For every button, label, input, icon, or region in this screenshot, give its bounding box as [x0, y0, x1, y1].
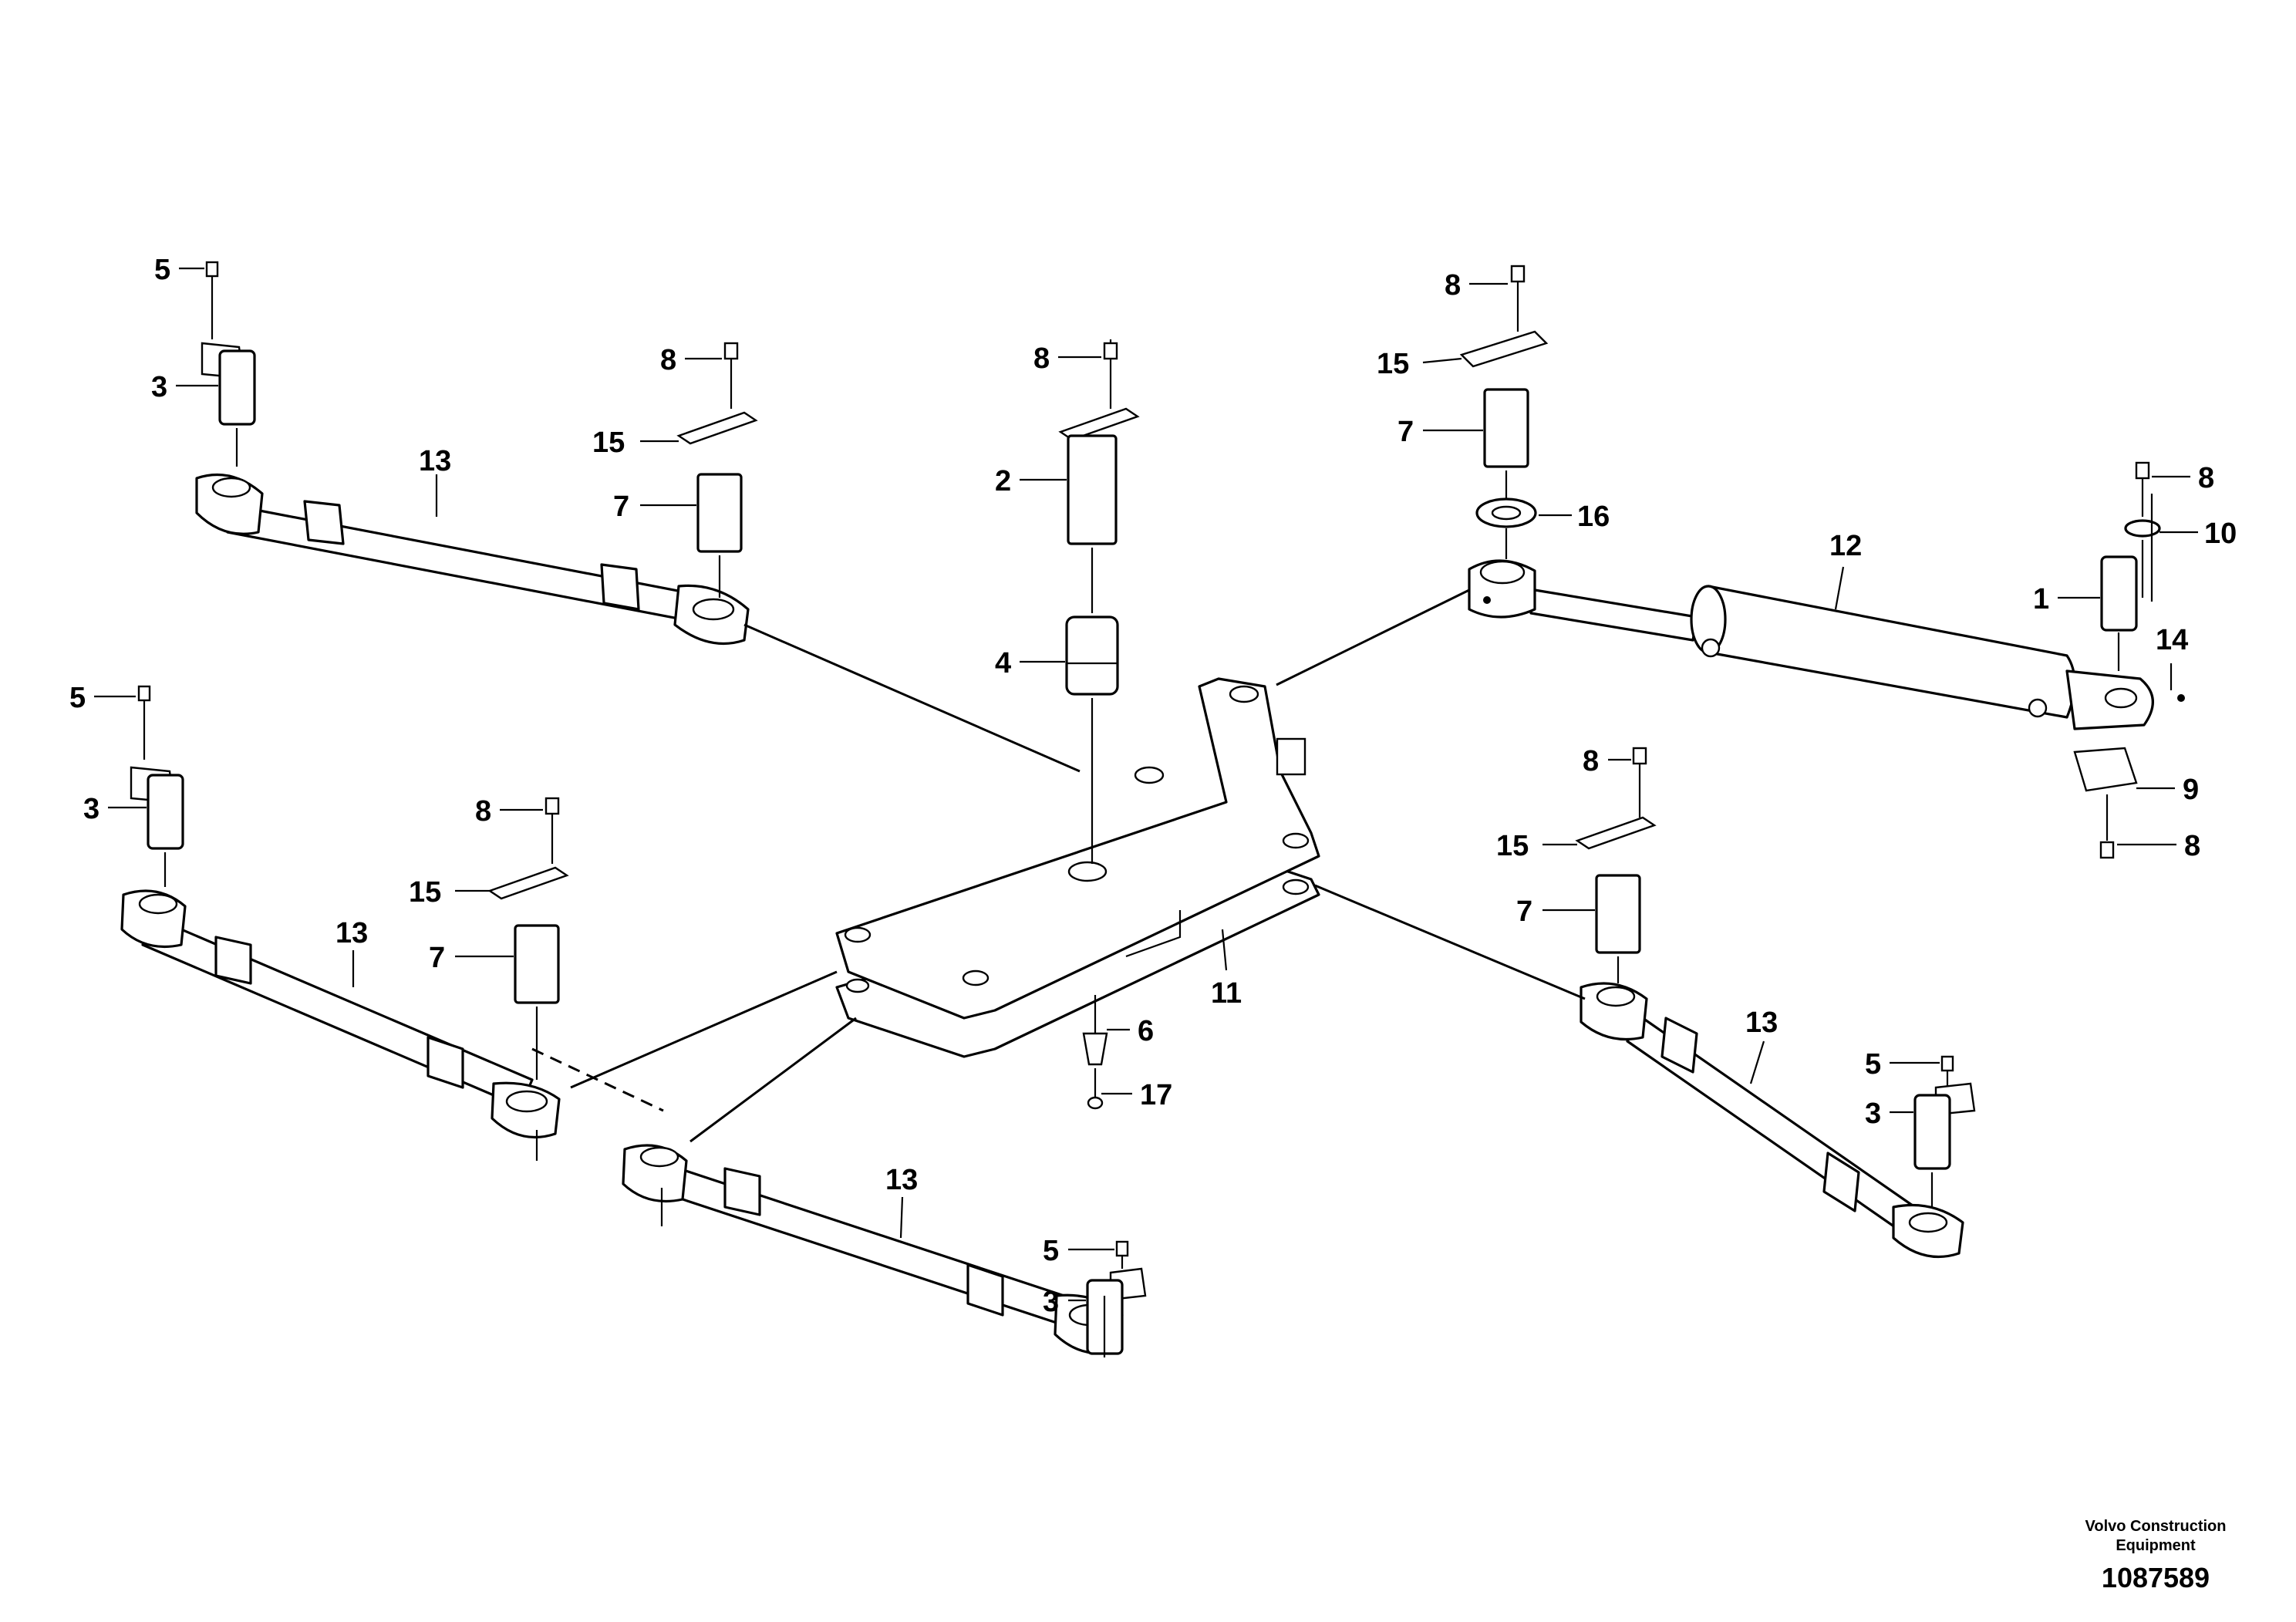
connection-lines — [531, 494, 2153, 1226]
tie-rod-lower-right — [1580, 982, 1964, 1259]
brand-name-line1: Volvo Construction — [2085, 1518, 2227, 1535]
pin-column-upper-right — [1459, 265, 1549, 559]
pin-column-upper-left — [676, 342, 758, 598]
callout-label: 6 — [1138, 1015, 1154, 1047]
callout-label: 7 — [613, 491, 629, 523]
callout-label: 15 — [1496, 830, 1529, 862]
callout-label: 17 — [1140, 1079, 1172, 1111]
callout-label: 5 — [154, 254, 170, 286]
callout-label: 7 — [429, 942, 445, 974]
pin-column-lower-right — [1913, 1055, 1976, 1207]
steering-cylinder — [1468, 559, 2185, 730]
callout-label: 8 — [475, 795, 491, 828]
callout-label: 3 — [1043, 1286, 1059, 1318]
callout-label: 3 — [1865, 1098, 1881, 1130]
tie-rod-lower-left — [120, 889, 561, 1139]
brand-name-line2: Equipment — [2116, 1537, 2196, 1554]
callout-label: 9 — [2183, 774, 2199, 806]
pin-column-center — [1058, 339, 1140, 864]
callout-label: 13 — [419, 445, 451, 477]
callout-label: 3 — [151, 371, 167, 403]
callout-labels: 5 3 13 8 15 7 8 2 4 8 15 7 16 12 8 10 1 … — [69, 254, 2237, 1318]
callout-label: 8 — [1033, 342, 1050, 375]
pin-column-bottom-center — [1086, 1240, 1147, 1357]
callout-label: 8 — [1445, 269, 1461, 302]
drawing-caption: Volvo Construction Equipment 1087589 — [2085, 1518, 2227, 1593]
pin-column-upper-far-left — [201, 261, 256, 467]
pin-column-right — [1575, 747, 1657, 983]
callout-label: 2 — [995, 465, 1011, 497]
callout-label: 5 — [1865, 1048, 1881, 1081]
pin-column-lower-left — [487, 797, 569, 1080]
callout-label: 16 — [1577, 501, 1610, 533]
callout-label: 1 — [2033, 583, 2049, 615]
callout-label: 13 — [885, 1164, 918, 1196]
callout-label: 5 — [1043, 1235, 1059, 1267]
pin-column-left — [130, 685, 184, 887]
callout-label: 8 — [1583, 745, 1599, 777]
bracket-fasteners — [1082, 995, 1108, 1110]
drawing-number: 1087589 — [2102, 1562, 2210, 1593]
callout-label: 8 — [2184, 830, 2200, 862]
callout-label: 14 — [2156, 624, 2188, 656]
callout-label: 7 — [1516, 895, 1532, 928]
callout-label: 4 — [995, 647, 1011, 679]
center-bracket-assembly — [835, 677, 1320, 1058]
callout-label: 13 — [335, 917, 368, 949]
callout-label: 8 — [660, 344, 676, 376]
callout-label: 11 — [1211, 977, 1242, 1010]
callout-label: 15 — [409, 876, 441, 909]
callout-label: 7 — [1397, 416, 1414, 448]
callout-label: 3 — [83, 793, 99, 825]
callout-label: 10 — [2204, 518, 2237, 550]
pin-column-far-right — [2073, 461, 2161, 859]
tie-rod-upper-left — [195, 473, 750, 646]
callout-label: 15 — [1377, 348, 1409, 380]
callout-label: 8 — [2198, 462, 2214, 494]
callout-leaders — [94, 267, 2198, 1302]
callout-label: 15 — [592, 427, 625, 459]
callout-label: 12 — [1829, 530, 1862, 562]
callout-label: 5 — [69, 682, 86, 714]
callout-label: 13 — [1745, 1007, 1778, 1039]
